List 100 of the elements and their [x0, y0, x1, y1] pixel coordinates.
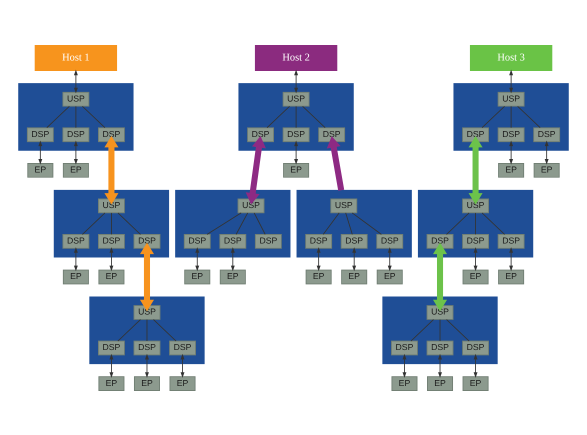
connector: [446, 318, 470, 341]
node-box: DSP: [98, 340, 125, 355]
connector: [254, 212, 266, 234]
arrow: [294, 140, 298, 164]
node-box: USP: [330, 198, 358, 213]
node-box: Host 1: [34, 44, 118, 71]
node-box: USP: [238, 198, 264, 213]
connector: [117, 318, 141, 341]
arrow: [316, 246, 321, 271]
connector: [111, 212, 112, 234]
connector: [146, 318, 148, 341]
node-box: DSP: [305, 234, 332, 248]
arrow: [468, 135, 483, 204]
cluster: [418, 189, 534, 257]
cluster: [175, 189, 290, 257]
connector: [410, 318, 434, 341]
node-box: EP: [283, 162, 310, 178]
node-box: EP: [376, 269, 403, 284]
arrow: [438, 353, 442, 378]
node-box: EP: [306, 269, 332, 284]
node-box: EP: [62, 162, 89, 178]
connector: [517, 105, 541, 128]
node-box: DSP: [134, 340, 160, 355]
node-box: EP: [98, 269, 124, 284]
node-box: DSP: [26, 126, 54, 142]
node-box: DSP: [426, 340, 454, 355]
arrow: [74, 140, 78, 164]
connector: [352, 212, 382, 234]
cluster: [382, 296, 498, 364]
arrow: [246, 136, 266, 204]
arrow: [109, 246, 114, 271]
node-box: DSP: [169, 340, 196, 355]
arrow: [109, 353, 114, 378]
connector: [266, 105, 290, 128]
arrow: [352, 246, 356, 271]
connector: [510, 105, 512, 128]
node-box: DSP: [391, 340, 418, 355]
arrow: [180, 353, 184, 378]
node-box: EP: [462, 269, 489, 284]
node-box: DSP: [62, 126, 90, 142]
cluster: [54, 189, 170, 257]
node-box: USP: [98, 198, 125, 213]
node-box: DSP: [376, 234, 404, 248]
node-box: USP: [282, 91, 310, 106]
connector: [345, 212, 353, 234]
node-box: DSP: [98, 234, 125, 248]
arrow: [294, 69, 298, 93]
arrow: [145, 353, 149, 378]
node-box: EP: [134, 376, 160, 390]
connector: [153, 318, 176, 341]
node-box: EP: [184, 269, 210, 284]
arrow: [230, 246, 235, 271]
arrow: [474, 353, 478, 378]
node-box: EP: [534, 162, 560, 178]
node-box: DSP: [98, 126, 125, 142]
arrow: [74, 246, 78, 271]
arrow: [326, 136, 344, 190]
node-box: Host 3: [470, 44, 552, 71]
node-box: DSP: [282, 126, 310, 142]
connector: [206, 212, 242, 234]
arrow: [104, 135, 118, 204]
node-box: USP: [498, 91, 525, 106]
node-box: EP: [391, 376, 418, 390]
cluster: [89, 296, 205, 364]
arrow: [38, 140, 42, 164]
connector: [296, 105, 297, 128]
node-box: DSP: [184, 234, 211, 248]
node-box: DSP: [219, 234, 246, 248]
node-box: DSP: [134, 234, 160, 248]
node-box: EP: [170, 376, 196, 390]
cluster: [18, 82, 134, 150]
node-box: EP: [27, 162, 54, 178]
arrow: [544, 140, 549, 164]
node-box: DSP: [62, 234, 90, 248]
arrow: [509, 69, 514, 93]
arrow: [195, 246, 200, 271]
node-box: EP: [427, 376, 454, 390]
arrow: [509, 246, 514, 271]
node-box: DSP: [533, 126, 560, 142]
arrow: [433, 242, 448, 311]
node-box: USP: [426, 304, 454, 320]
node-box: DSP: [462, 126, 489, 142]
connector: [482, 105, 506, 128]
connector: [82, 105, 106, 128]
node-box: DSP: [247, 126, 274, 142]
node-box: EP: [341, 269, 368, 284]
node-box: USP: [134, 304, 160, 320]
node-box: EP: [498, 162, 524, 178]
cluster: [296, 189, 412, 257]
connector: [475, 212, 476, 234]
node-box: DSP: [426, 234, 454, 248]
connector: [302, 105, 326, 128]
connector: [75, 105, 76, 128]
connector: [446, 212, 470, 234]
connector: [82, 212, 106, 234]
node-box: EP: [462, 376, 489, 390]
node-box: USP: [462, 198, 489, 213]
arrow: [388, 246, 392, 271]
node-box: DSP: [462, 340, 489, 355]
arrow: [509, 140, 514, 164]
